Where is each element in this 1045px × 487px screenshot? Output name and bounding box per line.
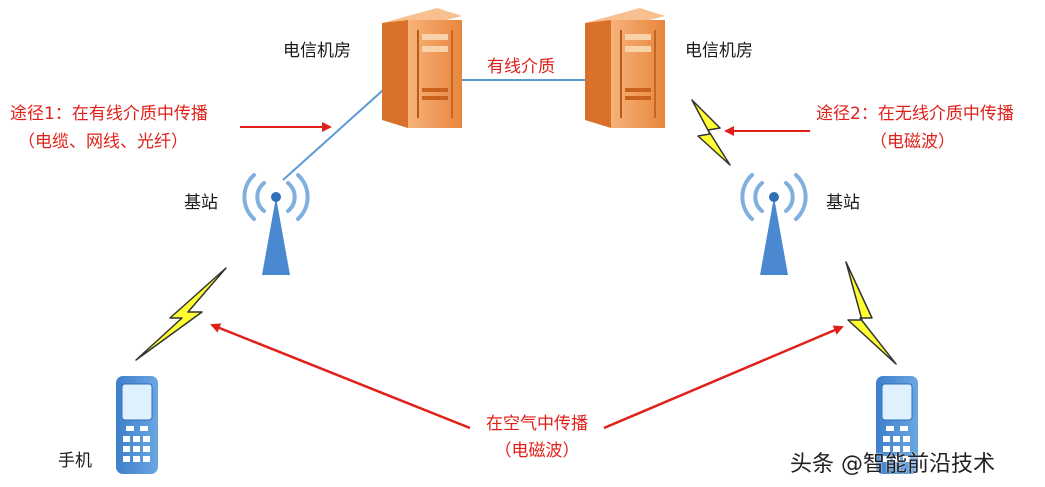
wired-medium-label: 有线介质 — [487, 57, 555, 77]
watermark: 头条 @智能前沿技术 — [790, 452, 995, 477]
lightning-bolt-icon — [691, 99, 731, 166]
path2-detail: （电磁波） — [870, 132, 955, 152]
server-icon — [382, 8, 462, 128]
path2-title: 途径2：在无线介质中传播 — [816, 104, 1014, 124]
server-label-left: 电信机房 — [283, 41, 351, 61]
base-station-label-right: 基站 — [826, 193, 860, 213]
antenna-tower-icon — [740, 173, 808, 275]
wired-link-base-to-server — [282, 81, 393, 181]
server-label-right: 电信机房 — [685, 41, 753, 61]
mobile-phone-icon — [116, 376, 158, 474]
lightning-bolt-icon — [135, 267, 227, 361]
phone-label-left: 手机 — [58, 451, 92, 471]
antenna-tower-icon — [242, 173, 310, 275]
server-icon — [585, 8, 665, 128]
path1-title: 途径1：在有线介质中传播 — [10, 104, 208, 124]
arrow-air-left — [210, 323, 471, 430]
mobile-phone-icon — [876, 376, 918, 474]
air-propagation-title: 在空气中传播 — [486, 414, 588, 434]
base-station-label-left: 基站 — [184, 193, 218, 213]
lightning-bolt-icon — [845, 261, 897, 365]
arrow-air-right — [603, 325, 844, 430]
path1-detail: （电缆、网线、光纤） — [18, 132, 188, 152]
air-propagation-detail: （电磁波） — [494, 441, 580, 461]
